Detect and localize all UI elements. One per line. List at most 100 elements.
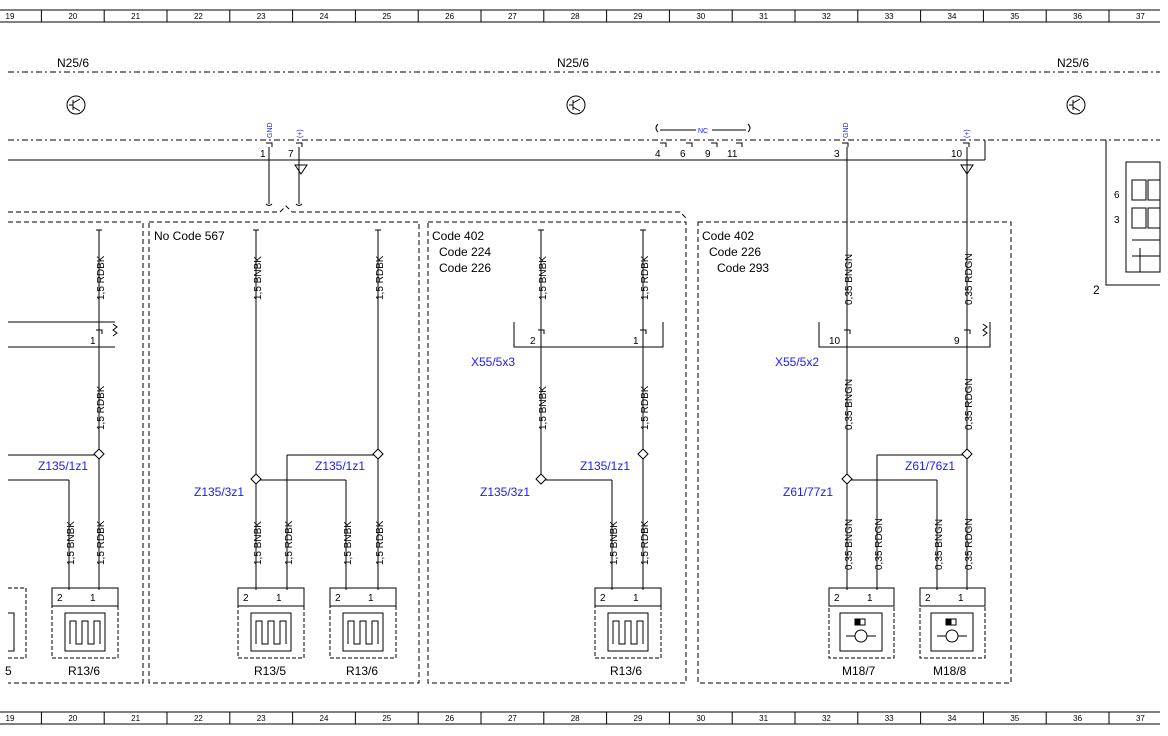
group-label-no-code-567: No Code 567: [154, 229, 225, 243]
group-label-code-226: Code 226: [709, 245, 761, 259]
transistor-icon: [566, 95, 586, 115]
ruler-label: 27: [508, 12, 517, 21]
splice-z135-3z1: Z135/3z1: [480, 485, 530, 499]
pin-2: 2: [243, 593, 249, 604]
ruler-label: 26: [445, 714, 454, 723]
wire-label-rdbk: 1,5 RDBK: [284, 520, 295, 565]
nc-label: NC: [698, 128, 708, 135]
ruler-label: 19: [6, 12, 15, 21]
connector-pin-1: 1: [90, 336, 96, 347]
component-label-r13-6: R13/6: [346, 664, 378, 678]
splice-z61-76z1: Z61/76z1: [905, 459, 955, 473]
pin-1: 1: [633, 593, 639, 604]
ruler-label: 23: [257, 714, 266, 723]
ruler-label: 24: [320, 12, 329, 21]
ruler-label: 21: [131, 714, 140, 723]
pin-1: 1: [90, 593, 96, 604]
ruler-label: 22: [194, 714, 203, 723]
ruler-label: 28: [571, 714, 580, 723]
wire-label-rdbk: 1,5 RDBK: [375, 255, 386, 300]
wire-label-rdbk: 1,5 RDBK: [96, 385, 107, 430]
component-label-r13-6: R13/6: [68, 664, 100, 678]
component-m18-8: [919, 587, 986, 659]
transistor-icon: [1066, 95, 1086, 115]
pin-1: 1: [276, 593, 282, 604]
group-label-code-224: Code 224: [439, 245, 491, 259]
splice-z61-77z1: Z61/77z1: [783, 485, 833, 499]
ruler-label: 26: [445, 12, 454, 21]
gnd-label: GND: [267, 122, 274, 138]
pin-3: 3: [834, 149, 840, 160]
ruler-label: 29: [634, 12, 643, 21]
transistor-icon: [66, 95, 86, 115]
pin-9: 9: [705, 149, 711, 160]
plus-label: (+): [964, 129, 971, 138]
vertical-wires: [8, 224, 968, 590]
ruler-label: 37: [1136, 714, 1145, 723]
wire-label-bngn: 0,35 BNGN: [844, 254, 855, 305]
component-label-r13-6: R13/6: [610, 664, 642, 678]
wire-label-rdbk: 1,5 RDBK: [96, 520, 107, 565]
module-label-mid: N25/6: [557, 56, 589, 70]
ruler-label: 32: [822, 12, 831, 21]
connector-pin-10: 10: [829, 336, 841, 347]
wire-label-rdbk: 1,5 RDBK: [640, 520, 651, 565]
pin-2: 2: [335, 593, 341, 604]
group-label-code-293: Code 293: [717, 261, 769, 275]
ruler-label: 23: [257, 12, 266, 21]
pin-4: 4: [655, 149, 661, 160]
ruler-label: 34: [948, 12, 957, 21]
wire-label-rdbk: 1,5 RDBK: [640, 255, 651, 300]
ruler-label: 31: [759, 714, 768, 723]
splice-z135-1z1: Z135/1z1: [580, 459, 630, 473]
ruler-label: 35: [1010, 12, 1019, 21]
component-r13-6-trunc: [8, 587, 27, 659]
module-wires: [265, 147, 968, 224]
ruler-label: 37: [1136, 12, 1145, 21]
ruler-label: 21: [131, 12, 140, 21]
component-r13-5: [237, 587, 305, 659]
wire-label-rdgn: 0,35 RDGN: [964, 378, 975, 430]
wire-label-bnbk: 1,5 BNBK: [538, 386, 549, 430]
component-r13-6-mid: [329, 587, 397, 659]
ruler-label: 36: [1073, 714, 1082, 723]
pin-11: 11: [727, 149, 738, 160]
ruler-label: 36: [1073, 12, 1082, 21]
side-pin-3: 3: [1114, 215, 1120, 226]
side-connector: [1105, 140, 1161, 286]
control-module-n25-6: N25/6 N25/6 N25/6: [8, 56, 1160, 175]
wire-label-bnbk: 1,5 BNBK: [538, 256, 549, 300]
side-connector-label: 2: [1093, 283, 1100, 297]
wire-label-rdbk: 1,5 RDBK: [96, 255, 107, 300]
plus-label: (+): [297, 129, 304, 138]
wire-label-bnbk: 1,5 BNBK: [253, 521, 264, 565]
module-label-left: N25/6: [57, 56, 89, 70]
ruler-label: 27: [508, 714, 517, 723]
pin-2: 2: [925, 593, 931, 604]
pin-2: 2: [57, 593, 63, 604]
connector-pin-2: 2: [530, 336, 536, 347]
module-label-right: N25/6: [1057, 56, 1089, 70]
ruler-label: 29: [634, 714, 643, 723]
ruler-label: 20: [68, 714, 77, 723]
wire-label-bngn: 0,35 BNGN: [844, 519, 855, 570]
group-label-code-402: Code 402: [432, 229, 484, 243]
wire-labels: 1,5 RDBK 1,5 RDBK 1,5 RDBK 1,5 BNBK 1,5 …: [66, 253, 975, 570]
wire-label-bnbk: 1,5 BNBK: [253, 256, 264, 300]
pin-10: 10: [951, 149, 963, 160]
wire-label-rdgn: 0,35 RDGN: [874, 518, 885, 570]
ruler-label: 34: [948, 714, 957, 723]
connector-x55-5x2: X55/5x2: [775, 355, 819, 369]
connector-pin-1: 1: [633, 336, 639, 347]
splice-nodes: [93, 448, 973, 485]
wire-label-rdbk: 1,5 RDBK: [640, 385, 651, 430]
wire-label-bngn: 0,35 BNGN: [844, 379, 855, 430]
splice-z135-1z1: Z135/1z1: [315, 459, 365, 473]
pin-1: 1: [867, 593, 873, 604]
wire-label-rdgn: 0,35 RDGN: [964, 253, 975, 305]
inline-connectors: [8, 321, 991, 348]
pin-7: 7: [288, 149, 294, 160]
